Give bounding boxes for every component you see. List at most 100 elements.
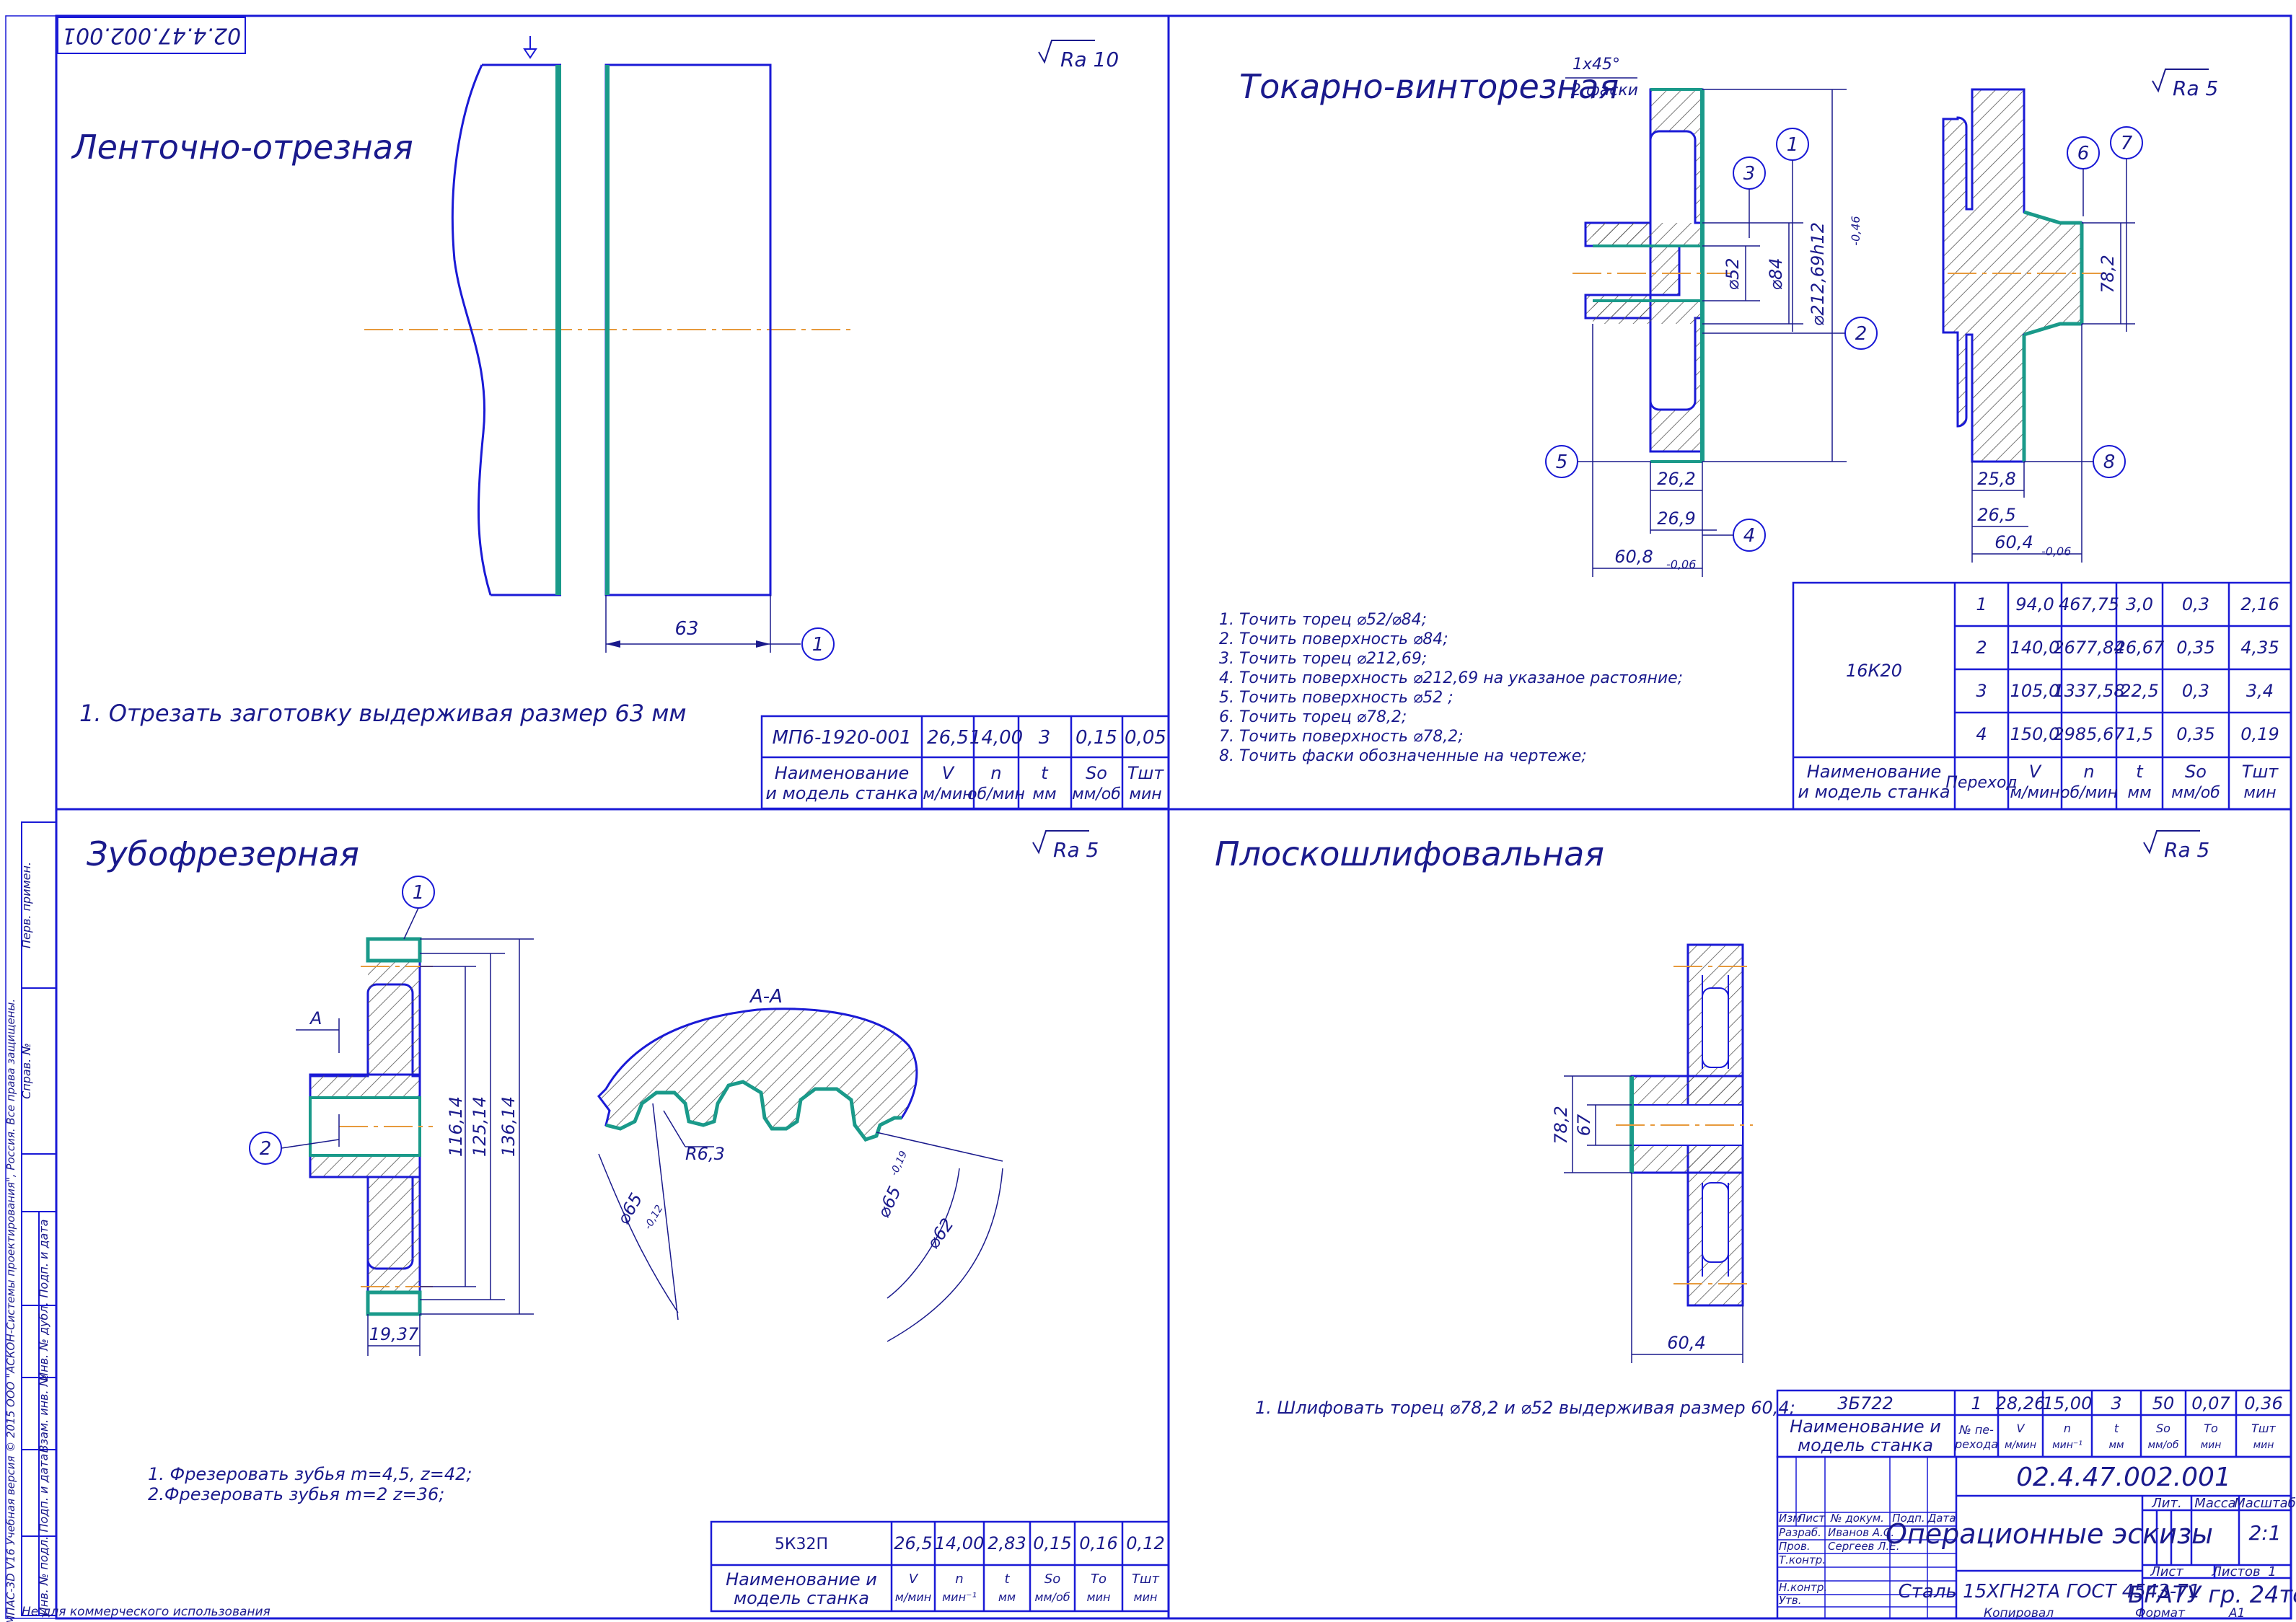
tb-material: Сталь 15ХГН2ТА ГОСТ 4543-71	[1899, 1581, 2201, 1603]
saw-title: Ленточно-отрезная	[71, 128, 413, 167]
svg-text:3,0: 3,0	[2126, 594, 2153, 614]
saw-v: 26,5	[927, 727, 969, 749]
svg-text:мин: мин	[1134, 1590, 1158, 1604]
svg-text:Т.контр.: Т.контр.	[1779, 1553, 1826, 1566]
lathe-l608: 60,8	[1614, 547, 1653, 567]
svg-text:мм/об: мм/об	[1072, 785, 1121, 803]
footer-format: Формат	[2135, 1606, 2186, 1621]
hob-callout-2: 2	[260, 1138, 272, 1160]
lathe-callout-4: 4	[1743, 525, 1756, 547]
svg-text:об/мин: об/мин	[967, 785, 1025, 803]
svg-text:n: n	[2083, 762, 2094, 782]
hob-section-label: А-А	[749, 986, 783, 1008]
grind-machine: 3Б722	[1837, 1393, 1893, 1414]
lathe-l604tol: -0,06	[2041, 545, 2071, 558]
svg-text:105,0: 105,0	[2010, 681, 2060, 701]
lathe-d84: ⌀84	[1766, 258, 1786, 291]
hob-ra: Ra 5	[1053, 838, 1099, 862]
footer-format-v: А1	[2228, 1606, 2245, 1621]
svg-text:Наименование и: Наименование и	[1790, 1416, 1941, 1437]
svg-text:мин⁻¹: мин⁻¹	[2052, 1440, 2082, 1451]
svg-text:Пров.: Пров.	[1779, 1540, 1811, 1553]
side-cell-1: Справ. №	[19, 1043, 33, 1099]
svg-text:Утв.: Утв.	[1779, 1594, 1802, 1607]
svg-text:модель станка: модель станка	[734, 1588, 869, 1608]
svg-text:So: So	[1086, 763, 1107, 783]
svg-text:Иванов А.С.: Иванов А.С.	[1828, 1526, 1894, 1539]
svg-text:1: 1	[1971, 1393, 1981, 1414]
svg-text:2677,84: 2677,84	[2053, 638, 2124, 658]
saw-ra: Ra 10	[1060, 48, 1119, 71]
hob-arrow-label: А	[309, 1008, 322, 1028]
svg-text:4: 4	[1976, 724, 1987, 744]
lathe-callout-8: 8	[2103, 451, 2116, 473]
svg-text:мм: мм	[1032, 785, 1056, 803]
svg-text:мм: мм	[2108, 1440, 2124, 1451]
svg-text:02.4.47.002.001: 02.4.47.002.001	[62, 23, 241, 48]
svg-text:мин: мин	[2253, 1440, 2274, 1451]
saw-note: 1. Отрезать заготовку выдерживая размер …	[79, 700, 687, 727]
hob-machine: 5К32П	[775, 1535, 828, 1553]
svg-text:м/мин: м/мин	[2005, 1440, 2036, 1451]
lathe-chamfer: 1х45°	[1573, 56, 1620, 74]
svg-text:мин: мин	[1087, 1590, 1111, 1604]
side-cell-4: Взам. инв. №	[37, 1375, 50, 1453]
svg-text:2,83: 2,83	[988, 1533, 1026, 1553]
svg-text:n: n	[2064, 1422, 2071, 1435]
hob-d65a: ⌀65	[613, 1190, 647, 1228]
lathe-l604: 60,4	[1994, 532, 2033, 552]
svg-text:0,36: 0,36	[2244, 1393, 2282, 1414]
lathe-note-4: 4. Точить поверхность ⌀212,69 на указано…	[1219, 669, 1683, 687]
svg-text:26,5: 26,5	[894, 1533, 932, 1553]
side-cell-0: Перв. примен.	[19, 862, 33, 948]
hob-d65btol: -0,19	[888, 1149, 910, 1178]
svg-text:0,35: 0,35	[2176, 724, 2214, 744]
hob-l1937: 19,37	[369, 1324, 419, 1344]
svg-text:26,67: 26,67	[2115, 638, 2165, 658]
side-cell-5: Подп. и дата	[37, 1454, 50, 1533]
svg-text:Тшт: Тшт	[2242, 762, 2279, 782]
svg-text:14,00: 14,00	[935, 1533, 985, 1553]
svg-text:94,0: 94,0	[2015, 594, 2054, 614]
lathe-title: Токарно-винторезная	[1239, 67, 1619, 106]
lathe-callout-3: 3	[1743, 163, 1756, 185]
side-stamp	[21, 821, 57, 1616]
svg-text:15,00: 15,00	[2043, 1393, 2093, 1414]
lathe-callout-6: 6	[2077, 143, 2090, 164]
svg-text:Дата: Дата	[1927, 1512, 1956, 1525]
hob-d136: 136,14	[498, 1096, 519, 1157]
svg-text:Тшт: Тшт	[2251, 1422, 2276, 1435]
hob-title: Зубофрезерная	[87, 834, 359, 873]
svg-text:Тшт: Тшт	[1127, 763, 1165, 783]
svg-text:и модель станка: и модель станка	[765, 783, 918, 803]
side-note: КОМПАС-3D V16 Учебная версия © 2015 ООО …	[4, 999, 17, 1622]
lathe-l269: 26,9	[1657, 508, 1695, 529]
hob-note-1: 1. Фрезеровать зубья m=4,5, z=42;	[148, 1464, 472, 1484]
grind-ra: Ra 5	[2164, 838, 2209, 862]
svg-text:Лист: Лист	[2150, 1564, 2183, 1579]
svg-text:рехода: рехода	[1954, 1437, 1998, 1451]
op-hob: Зубофрезерная Ra 5	[87, 830, 1170, 1613]
svg-text:22,5: 22,5	[2120, 681, 2158, 701]
grind-l604: 60,4	[1667, 1333, 1705, 1353]
lathe-d52: ⌀52	[1723, 258, 1743, 291]
svg-text:0,16: 0,16	[1079, 1533, 1117, 1553]
svg-text:3: 3	[1976, 681, 1987, 701]
svg-text:140,0: 140,0	[2010, 638, 2060, 658]
svg-text:мм: мм	[998, 1590, 1016, 1604]
svg-text:0,07: 0,07	[2191, 1393, 2230, 1414]
side-cell-6: Инв. № подл.	[37, 1536, 50, 1616]
lathe-callout-2: 2	[1855, 323, 1868, 345]
svg-text:модель станка: модель станка	[1798, 1435, 1933, 1455]
svg-text:1: 1	[1976, 594, 1987, 614]
svg-text:n: n	[990, 763, 1001, 783]
svg-text:28,26: 28,26	[1996, 1393, 2046, 1414]
svg-text:0,15: 0,15	[1033, 1533, 1071, 1553]
svg-text:То: То	[2204, 1422, 2218, 1435]
op-saw: Ленточно-отрезная Ra 10 63 1 1. Отрезать…	[71, 36, 1170, 810]
svg-text:0,3: 0,3	[2182, 681, 2209, 701]
svg-text:So: So	[1044, 1572, 1060, 1587]
lathe-note-7: 7. Точить поверхность ⌀78,2;	[1219, 728, 1464, 746]
lathe-ra: Ra 5	[2173, 76, 2218, 100]
lathe-note-5: 5. Точить поверхность ⌀52 ;	[1219, 689, 1453, 707]
